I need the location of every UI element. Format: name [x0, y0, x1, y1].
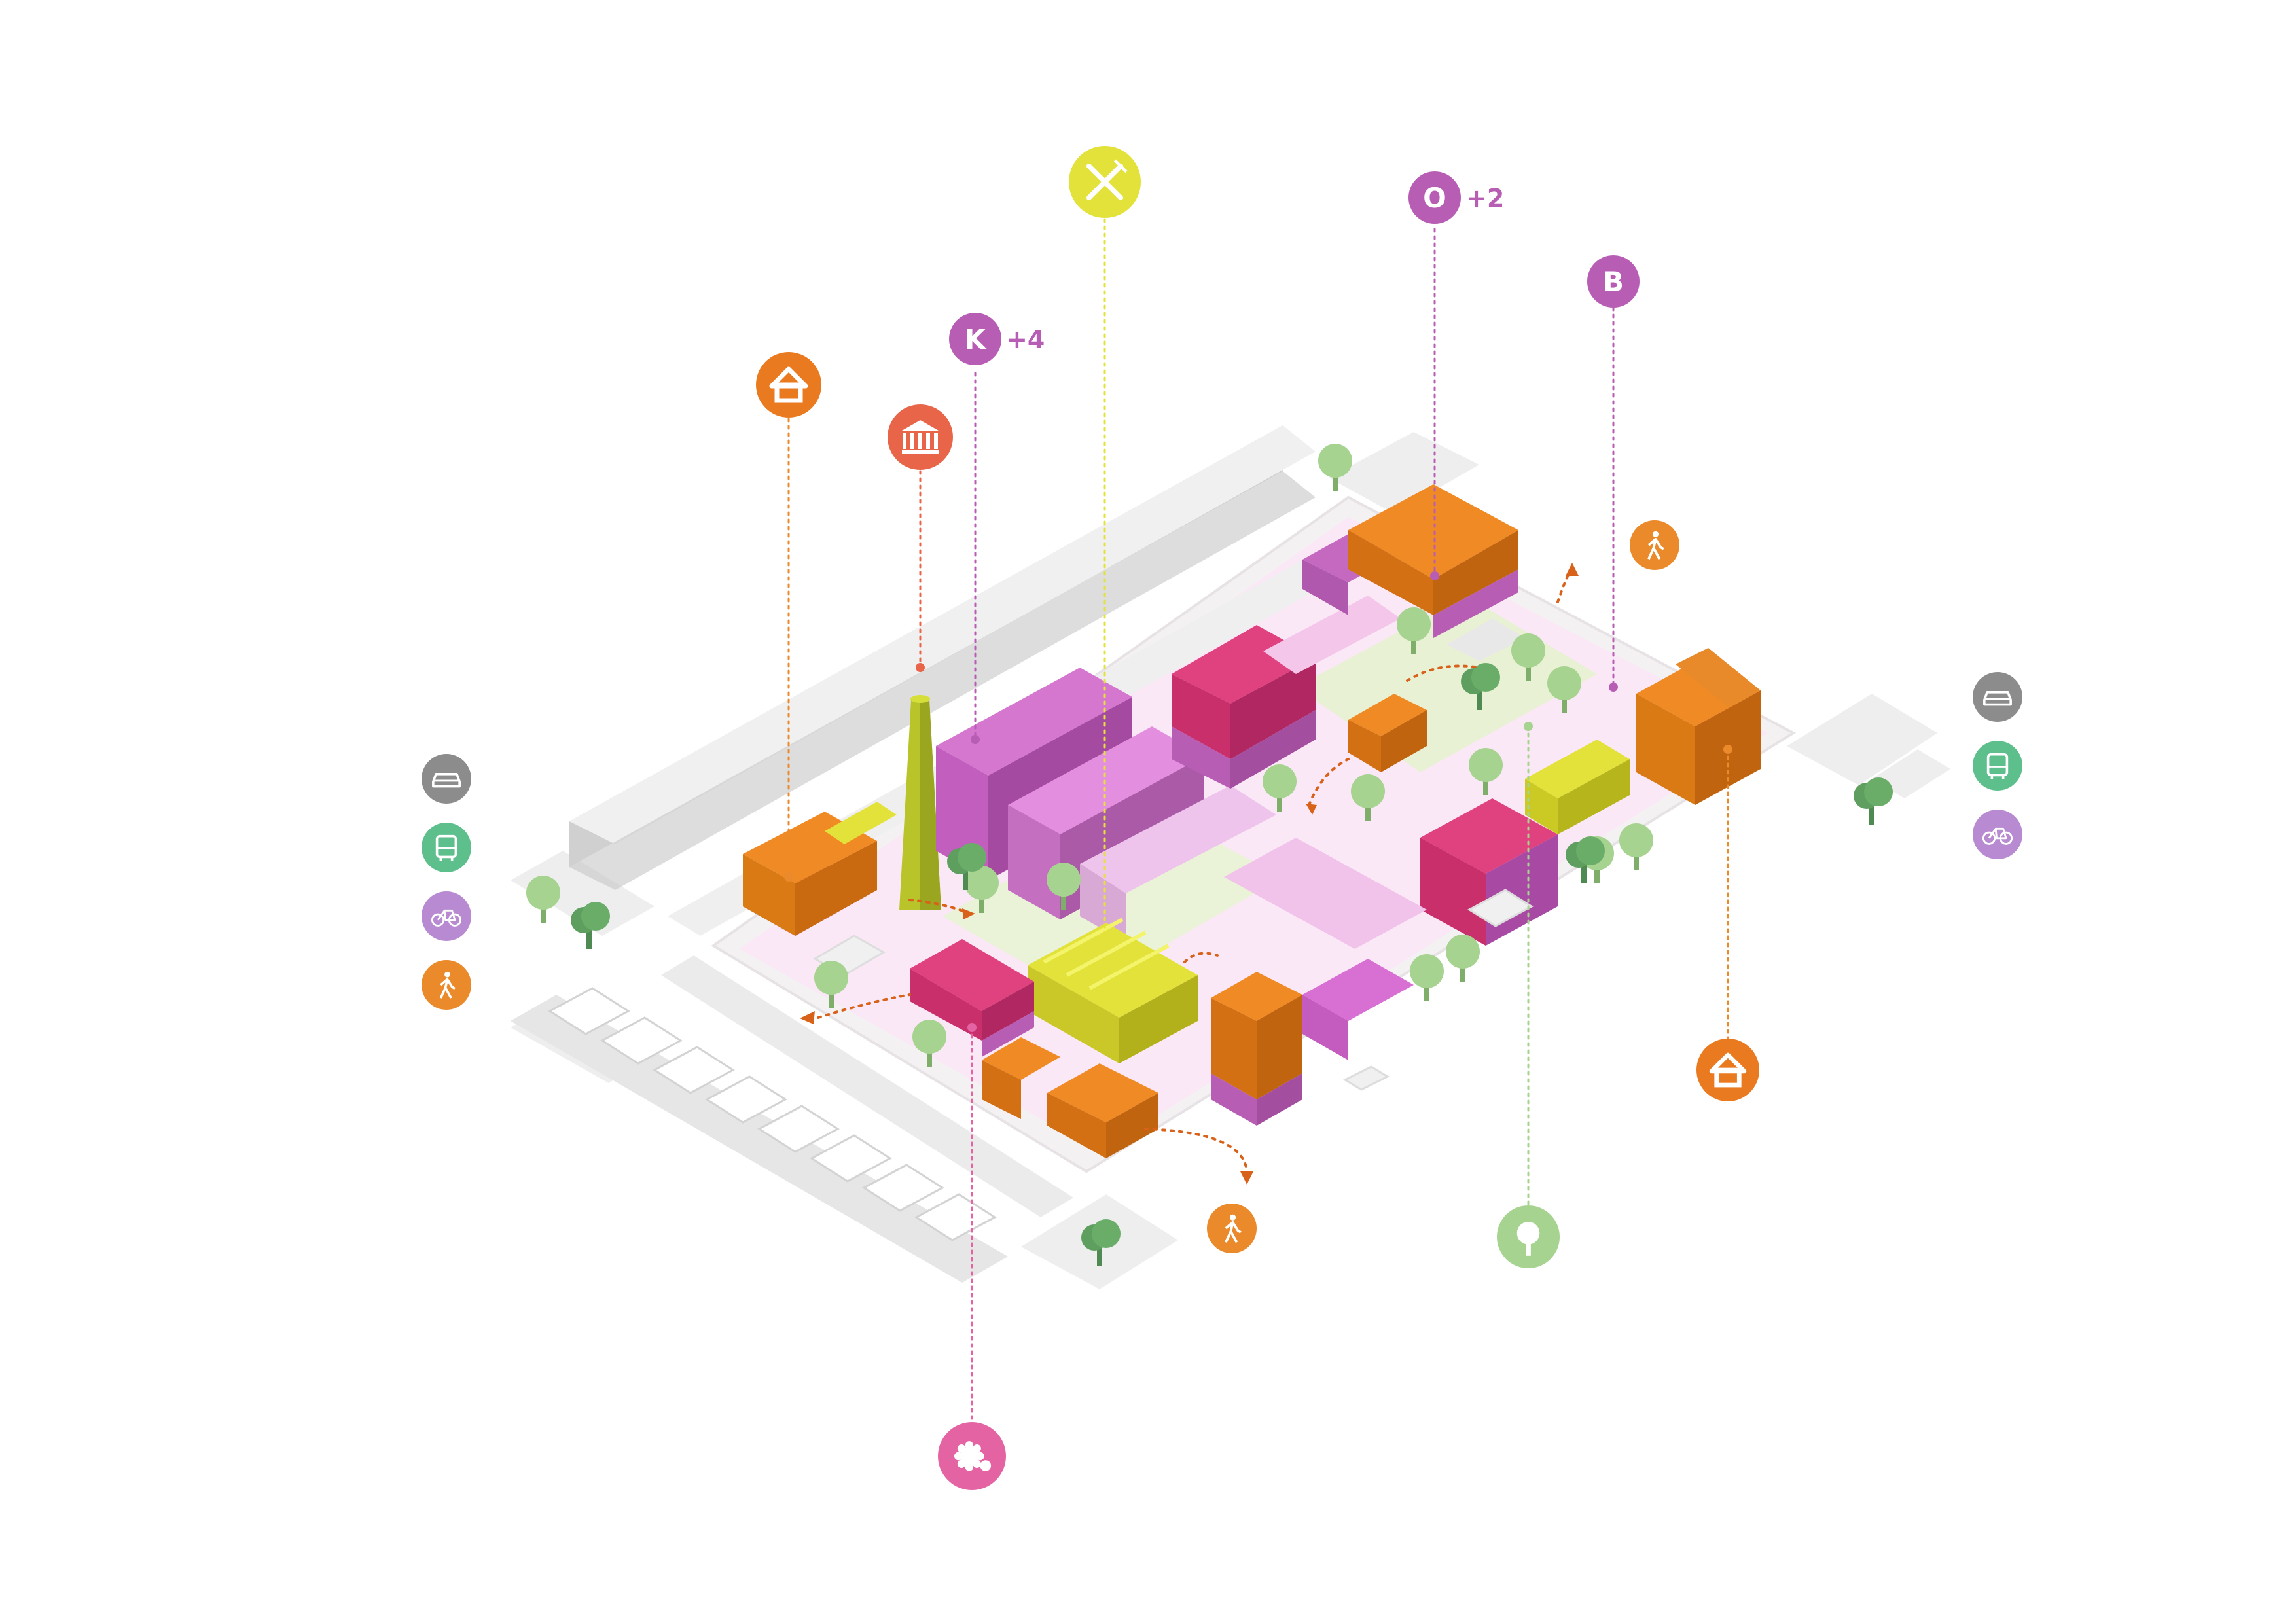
building-yellow-centre: [1028, 918, 1198, 1063]
building-o: [1302, 484, 1525, 661]
marker-housing-east: [1696, 1039, 1759, 1101]
bike-icon: [1982, 827, 2013, 845]
gear-icon: [954, 1441, 992, 1471]
marker-circle: [949, 313, 1001, 365]
building-k: [936, 668, 1276, 942]
museum-icon: [902, 420, 939, 454]
marker-walk-east: [1630, 520, 1679, 570]
building-sawtooth-north: [1172, 596, 1401, 789]
pedestrian-icon: [1225, 1214, 1242, 1243]
marker-letter: K: [965, 323, 987, 355]
route-arrowheads: [800, 563, 1579, 1185]
mobility-bus-icon: [422, 823, 471, 872]
house-icon: [769, 366, 808, 403]
mobility-bus-icon: [1973, 741, 2022, 791]
building-small-houses: [982, 1037, 1158, 1158]
marker-office-b: B: [1587, 255, 1640, 308]
building-housing-west: [743, 802, 897, 936]
marker-restaurant: [1069, 146, 1141, 218]
mobility-bike-icon: [1973, 810, 2022, 859]
programme-markers: K +4 O +2B: [756, 146, 1759, 1490]
mobility-legend-west: [422, 754, 471, 1010]
marker-walk-south: [1207, 1204, 1257, 1253]
mobility-legend-east: [1973, 672, 2022, 859]
house-icon: [1709, 1052, 1747, 1088]
pedestrian-icon: [439, 971, 456, 999]
marker-workshop: [938, 1422, 1006, 1490]
bus-icon: [435, 834, 457, 861]
building-sheds-middle: [1224, 838, 1427, 1060]
pedestrian-icon: [1647, 531, 1664, 560]
tree-icon: [1516, 1221, 1540, 1256]
mobility-bike-icon: [422, 891, 471, 941]
marker-office-k: K +4: [949, 313, 1045, 365]
marker-letter: B: [1603, 266, 1624, 298]
bus-icon: [1986, 753, 2009, 779]
cutlery-icon: [1086, 159, 1128, 201]
buildings: [743, 484, 1761, 1158]
car-icon: [1983, 691, 2012, 706]
marker-circle: [1587, 255, 1640, 308]
mobility-car-icon: [422, 754, 471, 804]
leader-lines: [787, 218, 1729, 1421]
building-workshop: [910, 939, 1034, 1057]
bike-icon: [431, 909, 462, 927]
leader-dots: [784, 571, 1732, 1032]
mobility-car-icon: [1973, 672, 2022, 722]
marker-circle: [1408, 171, 1461, 224]
marker-office-o: O +2: [1408, 171, 1504, 224]
mobility-pedestrian-icon: [422, 960, 471, 1010]
marker-plus-label: +4: [1007, 325, 1045, 354]
marker-housing-west: [756, 352, 821, 418]
terraced-houses: [511, 955, 1073, 1283]
marker-letter: O: [1423, 182, 1446, 214]
marker-museum: [888, 404, 953, 470]
chimney: [899, 695, 941, 910]
car-icon: [432, 773, 461, 788]
building-yellow-east: [1525, 740, 1630, 834]
building-small-orange: [1348, 694, 1427, 772]
building-orange-south: [1211, 972, 1302, 1126]
marker-plus-label: +2: [1466, 184, 1504, 213]
marker-park: [1497, 1205, 1560, 1268]
